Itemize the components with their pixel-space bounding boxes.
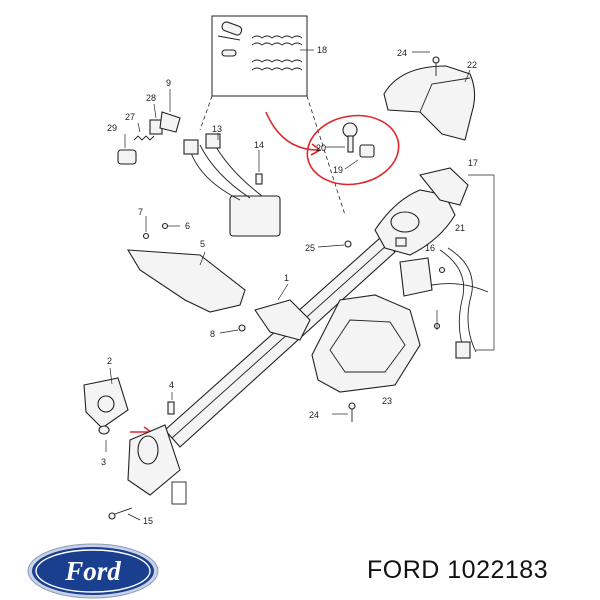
inset-leader-right bbox=[306, 95, 346, 216]
lower-joint bbox=[83, 367, 187, 521]
callout-8: 8 bbox=[210, 329, 215, 339]
callout-25: 25 bbox=[305, 243, 315, 253]
mounting-bracket bbox=[126, 249, 311, 341]
callout-2: 2 bbox=[107, 356, 112, 366]
callout-19: 19 bbox=[333, 165, 343, 175]
callout-9: 9 bbox=[166, 78, 171, 88]
callout-4: 4 bbox=[169, 380, 174, 390]
fasteners bbox=[142, 216, 352, 334]
callout-20: 20 bbox=[316, 143, 326, 153]
part-number-label: FORD 1022183 bbox=[367, 556, 549, 584]
callout-22: 22 bbox=[467, 60, 477, 70]
callout-21: 21 bbox=[455, 223, 465, 233]
callout-7: 7 bbox=[138, 207, 143, 217]
callout-3: 3 bbox=[101, 457, 106, 467]
bushing-parts bbox=[117, 89, 181, 165]
callout-6: 6 bbox=[185, 221, 190, 231]
ignition-key bbox=[325, 122, 375, 170]
callout-1: 1 bbox=[284, 273, 289, 283]
switch-harness bbox=[399, 174, 495, 359]
callout-14: 14 bbox=[254, 140, 264, 150]
callout-16: 16 bbox=[425, 243, 435, 253]
callout-28: 28 bbox=[146, 93, 156, 103]
callout-29: 29 bbox=[107, 123, 117, 133]
highlight-marker bbox=[130, 111, 400, 438]
brand-logo: Ford bbox=[27, 543, 159, 599]
callout-24-top: 24 bbox=[397, 48, 407, 58]
inset-leader-left bbox=[199, 95, 213, 131]
callout-13: 13 bbox=[212, 124, 222, 134]
callout-5: 5 bbox=[200, 239, 205, 249]
callout-24-bottom: 24 bbox=[309, 410, 319, 420]
kit-pins bbox=[217, 21, 303, 71]
inset-kit-box bbox=[211, 15, 314, 97]
wiring-connector bbox=[183, 133, 281, 237]
brand-logo-text: Ford bbox=[64, 556, 121, 586]
callout-labels: 18 24 22 9 28 27 29 13 14 20 19 17 7 6 2… bbox=[101, 45, 478, 526]
callout-15: 15 bbox=[143, 516, 153, 526]
callout-17: 17 bbox=[468, 158, 478, 168]
callout-23: 23 bbox=[382, 396, 392, 406]
upper-shroud bbox=[383, 51, 476, 141]
lower-shroud bbox=[311, 294, 421, 422]
callout-27: 27 bbox=[125, 112, 135, 122]
callout-18: 18 bbox=[317, 45, 327, 55]
steering-column bbox=[164, 167, 469, 448]
